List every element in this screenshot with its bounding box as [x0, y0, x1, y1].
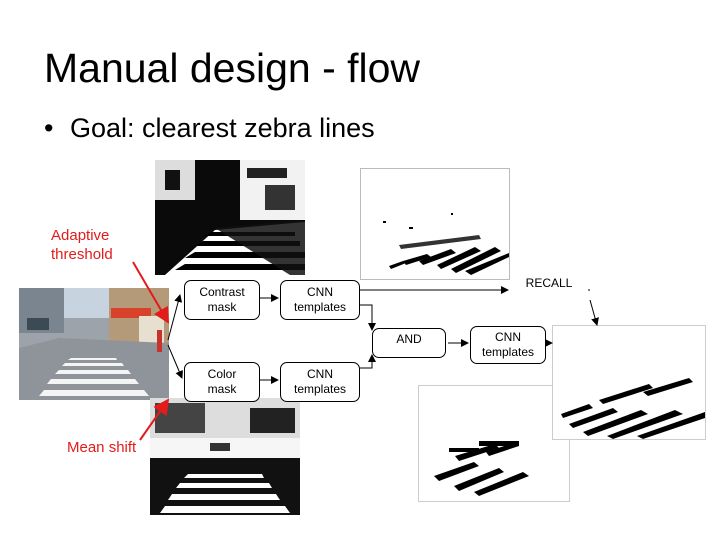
cnn-templates-right-node: CNN templates [470, 326, 546, 364]
color-mask-node: Color mask [184, 362, 260, 402]
arrow-photo-to-contrast [167, 294, 183, 341]
arrow-cnn-bottom-to-and [360, 354, 376, 369]
original-photo [19, 288, 169, 400]
final-result-image [552, 325, 706, 440]
cnn-templates-top-node: CNN templates [280, 280, 360, 320]
cnn-templates-bottom-text: CNN templates [293, 367, 347, 396]
original-photo-art [19, 288, 169, 400]
final-result-art [561, 378, 705, 439]
cnn-templates-right-text: CNN templates [481, 330, 535, 359]
contrast-result-art [383, 213, 509, 275]
contrast-result-image [360, 168, 510, 280]
adaptive-threshold-text: Adaptive threshold [51, 227, 113, 263]
mean-shift-label: Mean shift [67, 439, 137, 456]
arrow-cnn-top-to-and [360, 304, 376, 331]
recall-node: RECALL [510, 272, 588, 302]
bullet-text: Goal: clearest zebra lines [70, 113, 375, 143]
threshold-result-image [155, 160, 305, 275]
arrow-photo-to-color [167, 344, 183, 379]
red-arrow-mean-shift [139, 398, 170, 441]
mean-shift-art [150, 398, 300, 515]
adaptive-threshold-label: Adaptive threshold [51, 226, 131, 264]
threshold-image-art [155, 160, 305, 275]
recall-text: RECALL [525, 276, 573, 290]
color-mask-text: Color mask [207, 367, 237, 396]
bullet-dot: • [44, 113, 54, 143]
color-result-image [418, 385, 570, 502]
arrow-recall-to-final [589, 299, 599, 326]
cnn-templates-top-text: CNN templates [293, 285, 347, 314]
cnn-templates-bottom-node: CNN templates [280, 362, 360, 402]
slide-title: Manual design - flow [44, 45, 421, 91]
contrast-mask-node: Contrast mask [184, 280, 260, 320]
and-node: AND [372, 328, 446, 358]
contrast-mask-text: Contrast mask [199, 285, 245, 314]
and-text: AND [396, 332, 422, 346]
bullet-item: • Goal: clearest zebra lines [44, 108, 375, 148]
red-arrow-adaptive-threshold [132, 261, 170, 324]
mean-shift-result-image [150, 398, 300, 515]
color-result-art [434, 441, 529, 496]
